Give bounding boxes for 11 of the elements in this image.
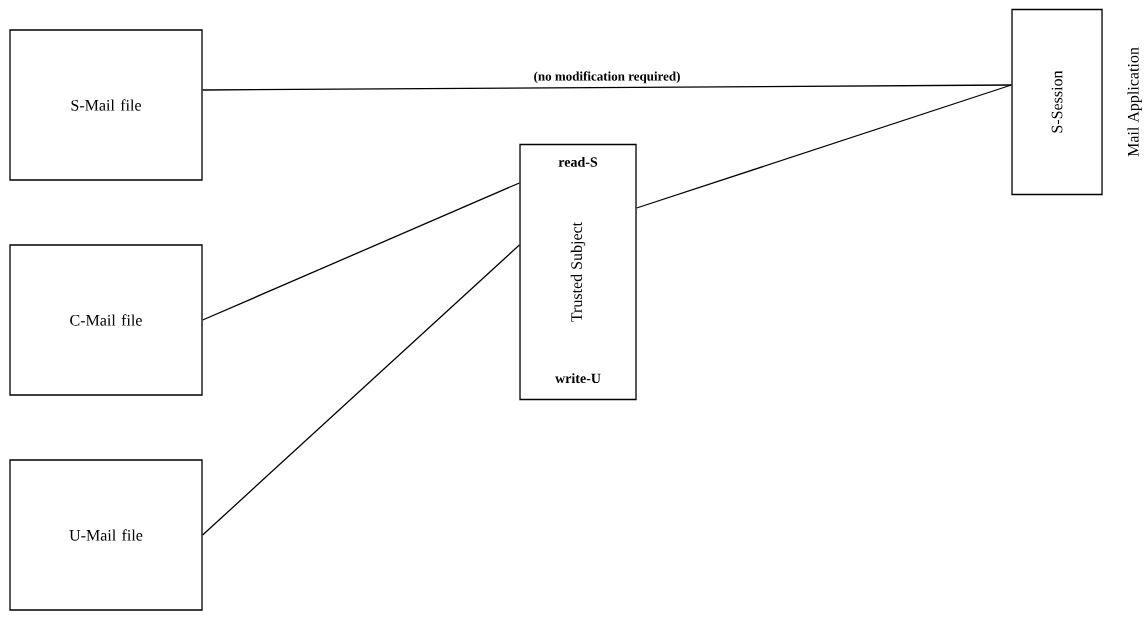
connector-line: [202, 244, 520, 536]
side-label: Mail Application: [1127, 47, 1142, 157]
connector-line: [202, 84, 1012, 91]
connector-line: [202, 182, 520, 321]
process-box: C-Mail file: [9, 244, 203, 396]
process-box: U-Mail file: [9, 459, 203, 611]
connector-line: [636, 84, 1012, 209]
edge-label: (no modification required): [532, 70, 682, 85]
process-box: S-Mail file: [9, 29, 203, 181]
process-box: S-Session: [1011, 8, 1103, 196]
process-box: read-S Trusted Subject write-U: [519, 143, 637, 401]
